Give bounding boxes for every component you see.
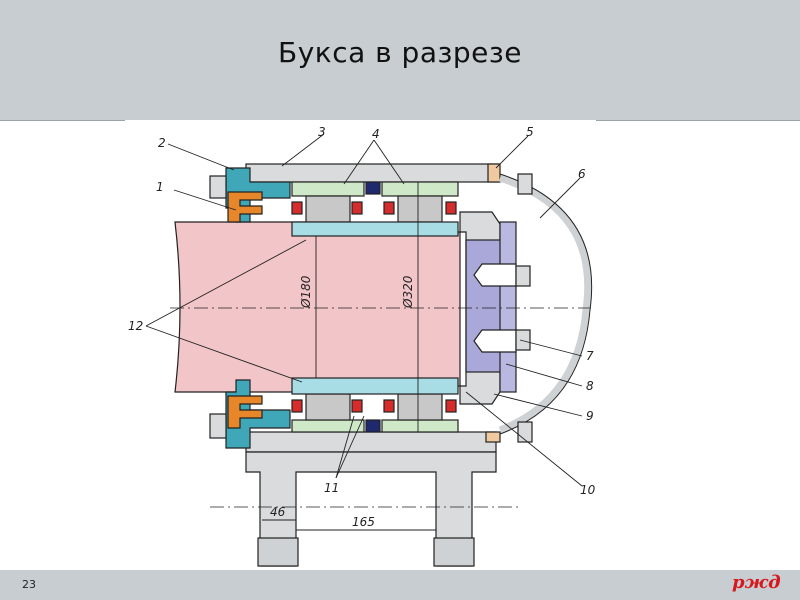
roller-bottom-front	[305, 393, 351, 421]
callout-7: 7	[586, 349, 594, 363]
retainer-t4	[445, 201, 457, 215]
retainer-t3	[383, 201, 395, 215]
bolt-bottom-right	[517, 421, 533, 443]
labyrinth-top	[227, 191, 263, 223]
callout-5: 5	[526, 125, 534, 139]
roller-top-front	[305, 195, 351, 223]
callout-12: 12	[128, 319, 143, 333]
page-number: 23	[22, 578, 36, 591]
spacer-top	[365, 181, 381, 195]
rear-cover-arc-outline	[499, 173, 593, 435]
inner-ring-top	[291, 221, 459, 237]
slide-header: Букса в разрезе	[0, 0, 800, 120]
dim-label-46: 46	[270, 505, 286, 519]
housing-top	[245, 163, 499, 183]
end-bolt-head-bottom	[515, 329, 531, 351]
mounting-foot-left	[257, 537, 299, 567]
housing-bottom	[245, 431, 497, 453]
end-bolt-head-top	[515, 265, 531, 287]
spacer-bottom	[365, 419, 381, 433]
callout-8: 8	[586, 379, 594, 393]
dim-label-d180: Ø180	[299, 275, 313, 309]
divider-left	[0, 120, 125, 121]
callout-4: 4	[372, 127, 380, 141]
divider-right	[596, 120, 800, 121]
cage-bottom-rear	[381, 419, 459, 433]
callout-11: 11	[324, 481, 339, 495]
mounting-foot-right	[433, 537, 475, 567]
retainer-t1	[291, 201, 303, 215]
roller-bottom-rear	[397, 393, 443, 421]
retainer-b4	[445, 399, 457, 413]
bolt-top-right	[517, 173, 533, 195]
rzd-logo: ржд	[732, 572, 781, 593]
rear-cover-arc	[498, 174, 592, 434]
cage-top-rear	[381, 181, 459, 197]
bolt-top-left	[209, 175, 227, 199]
retainer-b1	[291, 399, 303, 413]
retainer-b3	[383, 399, 395, 413]
cage-bottom-front	[291, 419, 365, 433]
slide-footer: 23 ржд	[0, 570, 800, 600]
callout-1: 1	[156, 180, 164, 194]
callout-10: 10	[580, 483, 596, 497]
housing-top-tan	[487, 163, 501, 183]
leader-lines	[145, 133, 583, 487]
roller-top-rear	[397, 195, 443, 223]
end-bolt-bottom	[473, 329, 517, 353]
retainer-t2	[351, 201, 363, 215]
axle-shaft	[174, 221, 461, 393]
inner-ring-bottom	[291, 377, 459, 395]
callout-2: 2	[158, 136, 166, 150]
bolt-bottom-left	[209, 413, 227, 439]
labyrinth-bottom	[227, 395, 263, 429]
callout-9: 9	[586, 409, 594, 423]
housing-bottom-tan	[485, 431, 501, 443]
callout-3: 3	[318, 125, 326, 139]
cage-top-front	[291, 181, 365, 197]
axle-box-section-diagram: 1 2 3 4 5 6 7 8 9 10 11 12 Ø180 Ø320 46 …	[128, 125, 596, 567]
callout-6: 6	[578, 167, 586, 181]
dim-label-d320: Ø320	[401, 275, 415, 309]
retainer-b2	[351, 399, 363, 413]
slide-title: Букса в разрезе	[278, 36, 522, 69]
end-bolt-top	[473, 263, 517, 287]
dim-label-165: 165	[352, 515, 375, 529]
